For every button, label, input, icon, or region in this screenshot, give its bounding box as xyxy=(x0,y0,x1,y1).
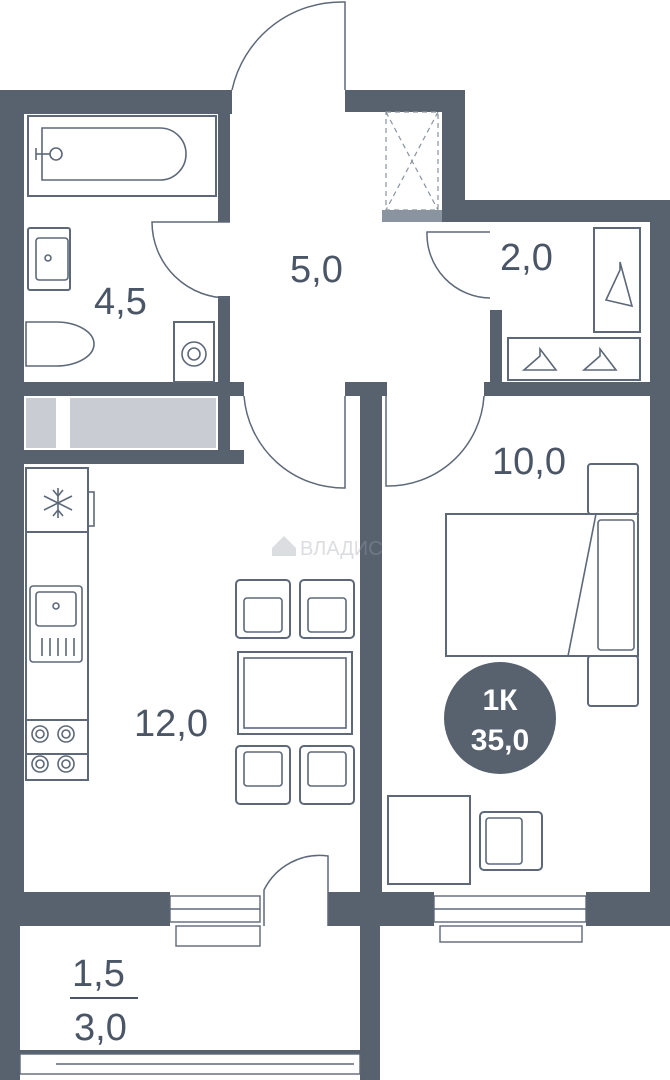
windows xyxy=(19,895,587,1075)
snowflake-icon xyxy=(43,488,73,518)
bedroom-area-label: 10,0 xyxy=(492,441,566,483)
watermark-text: ВЛАДИС xyxy=(300,538,383,560)
walls xyxy=(0,90,670,1080)
kitchen-area-label: 12,0 xyxy=(134,703,208,745)
bathroom-fixtures xyxy=(25,115,217,383)
hanger-icon xyxy=(604,261,634,308)
bathroom-area-label: 4,5 xyxy=(94,281,147,323)
bedroom-fixtures xyxy=(387,463,639,885)
stove-icon xyxy=(25,719,89,781)
house-logo-icon xyxy=(272,536,296,556)
dining-set xyxy=(235,579,355,805)
hanger-icon xyxy=(581,346,618,371)
balcony-area-top-label: 1,5 xyxy=(72,953,125,995)
kitchen-fixtures xyxy=(25,467,95,781)
closet-area-label: 2,0 xyxy=(500,237,553,279)
hall-area-label: 5,0 xyxy=(290,249,343,291)
doors xyxy=(151,1,491,926)
apartment-badge: 1К 35,0 xyxy=(444,662,556,774)
kitchen-sink-icon xyxy=(29,585,83,663)
utility-shaft xyxy=(26,398,216,448)
hanger-icon xyxy=(521,346,558,371)
balcony-area-bottom-label: 3,0 xyxy=(74,1007,127,1049)
apartment-total-area: 35,0 xyxy=(471,724,529,757)
apartment-type: 1К xyxy=(483,684,519,717)
ventilation-shaft-icon xyxy=(382,111,442,222)
watermark: ВЛАДИС xyxy=(272,536,383,560)
closet-fixtures xyxy=(507,227,641,381)
